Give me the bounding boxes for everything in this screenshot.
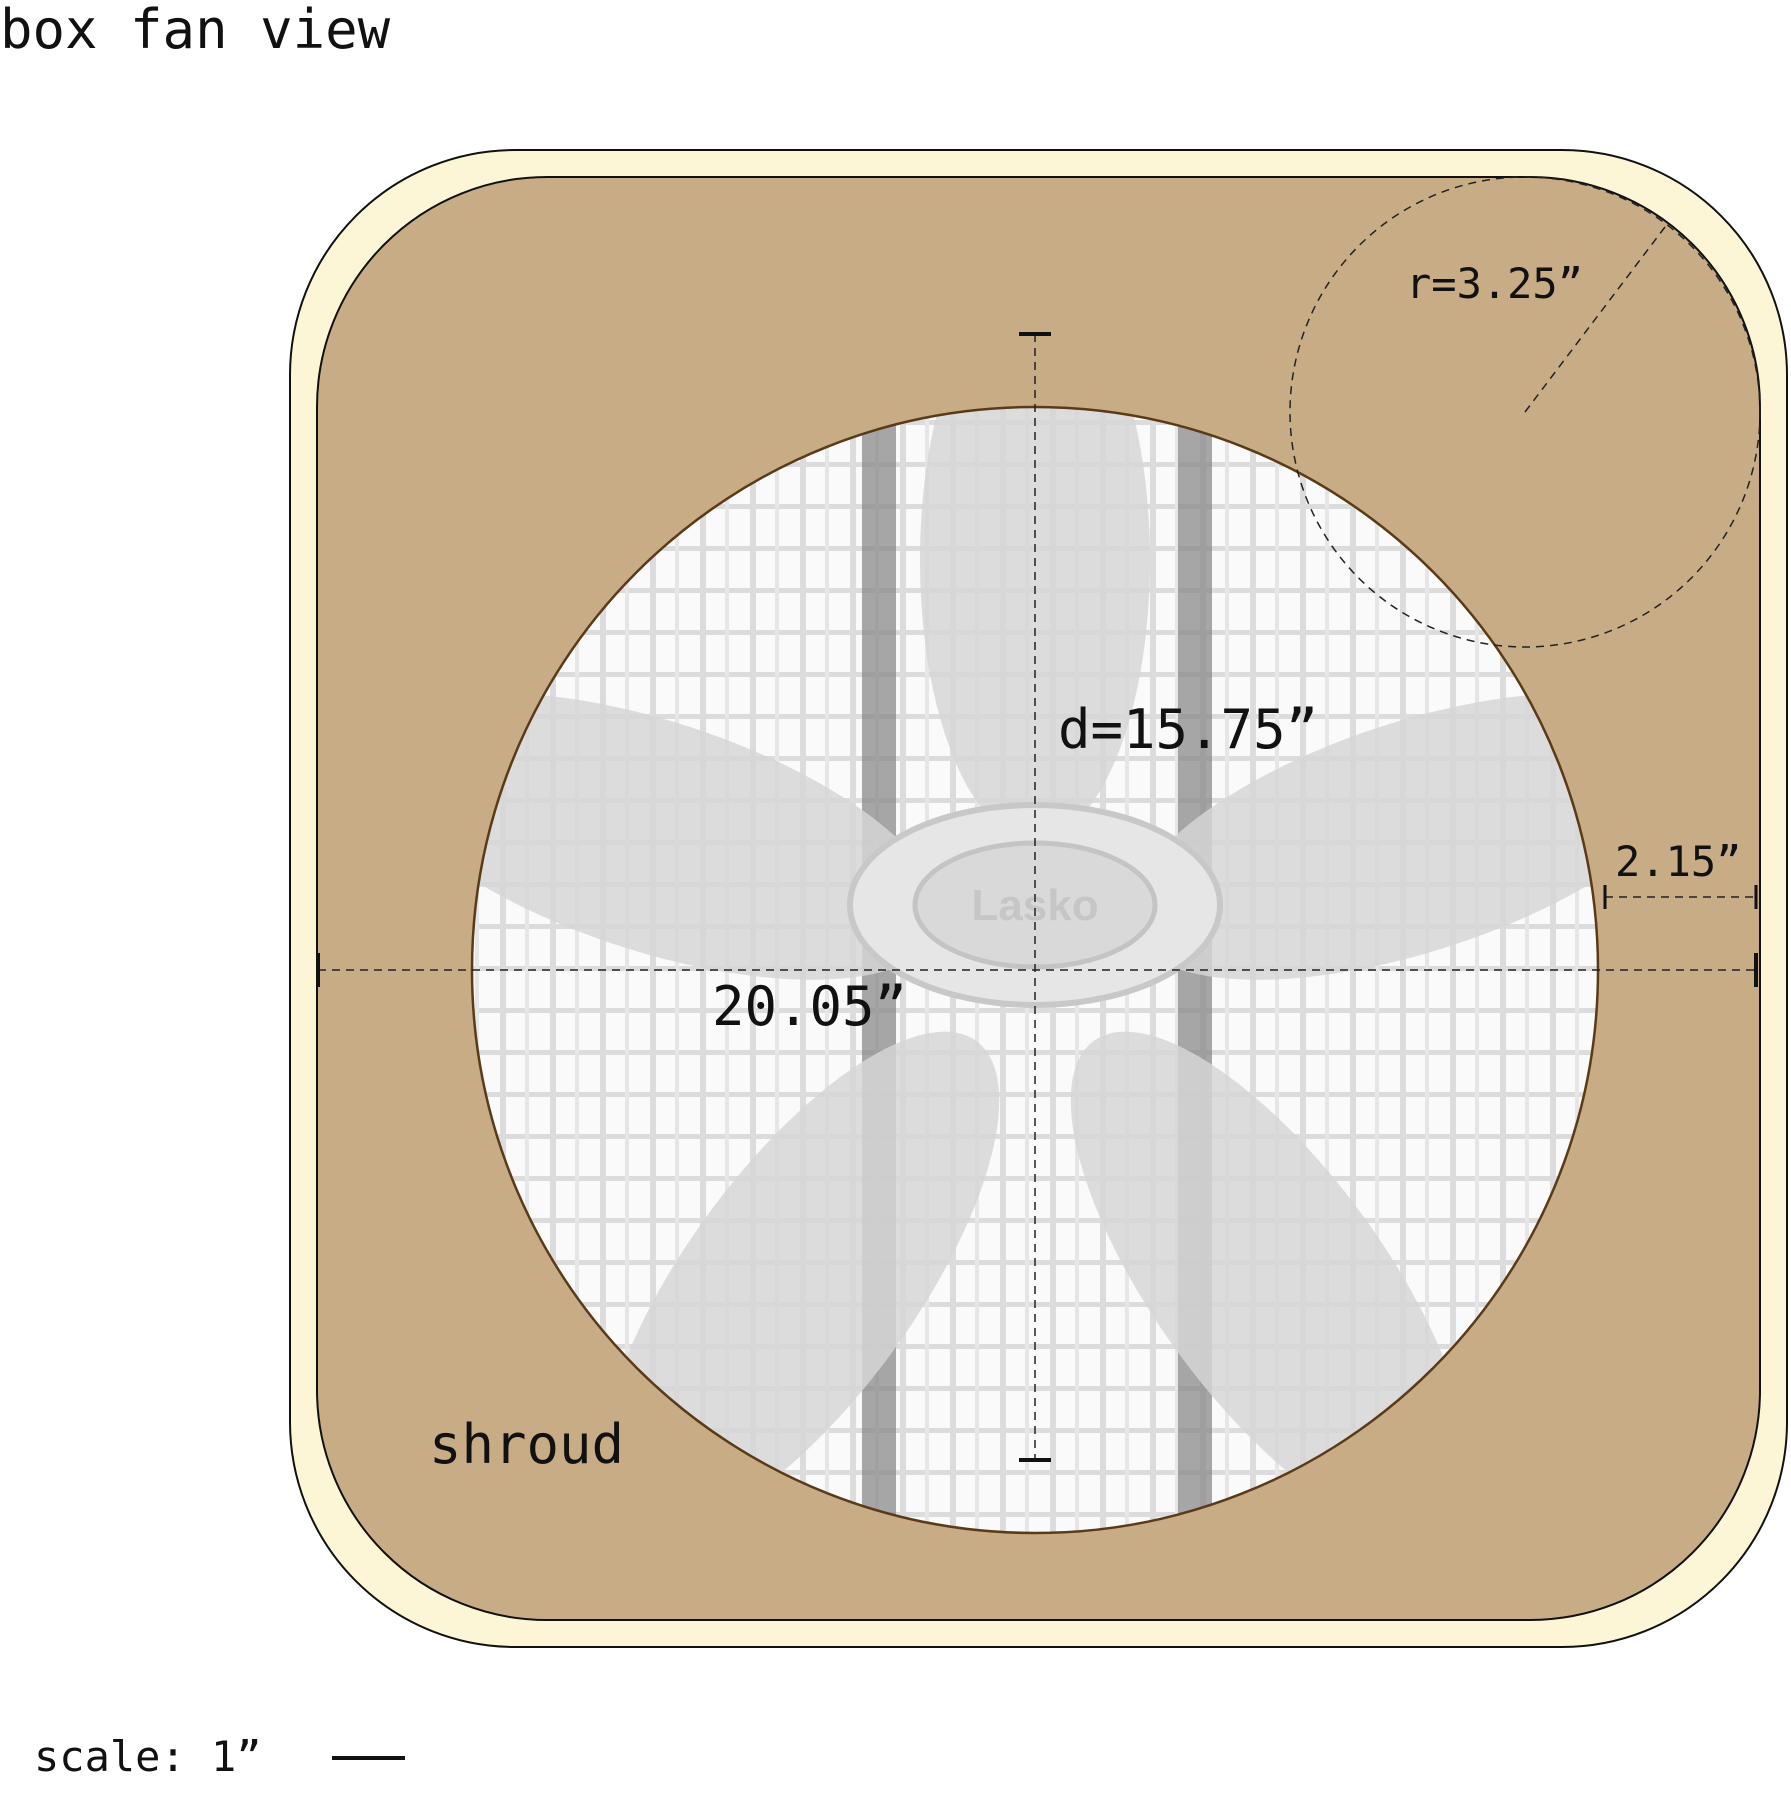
fan-blade <box>600 1031 1000 1533</box>
shroud-label: shroud <box>429 1413 624 1476</box>
side-margin-label: 2.15” <box>1615 837 1741 886</box>
diagram-title: box fan view <box>0 0 391 61</box>
brand-logo: Lasko <box>971 881 1098 930</box>
corner-radius-circle <box>1289 176 1761 648</box>
opening-diameter-label: d=15.75” <box>1058 698 1318 761</box>
corner-radius-label: r=3.25” <box>1406 259 1583 308</box>
inner-width-label: 20.05” <box>712 975 907 1038</box>
fan-blade <box>1070 1031 1470 1533</box>
corner-radius-line <box>1524 222 1669 413</box>
scale-label: scale: 1” <box>34 1732 262 1781</box>
